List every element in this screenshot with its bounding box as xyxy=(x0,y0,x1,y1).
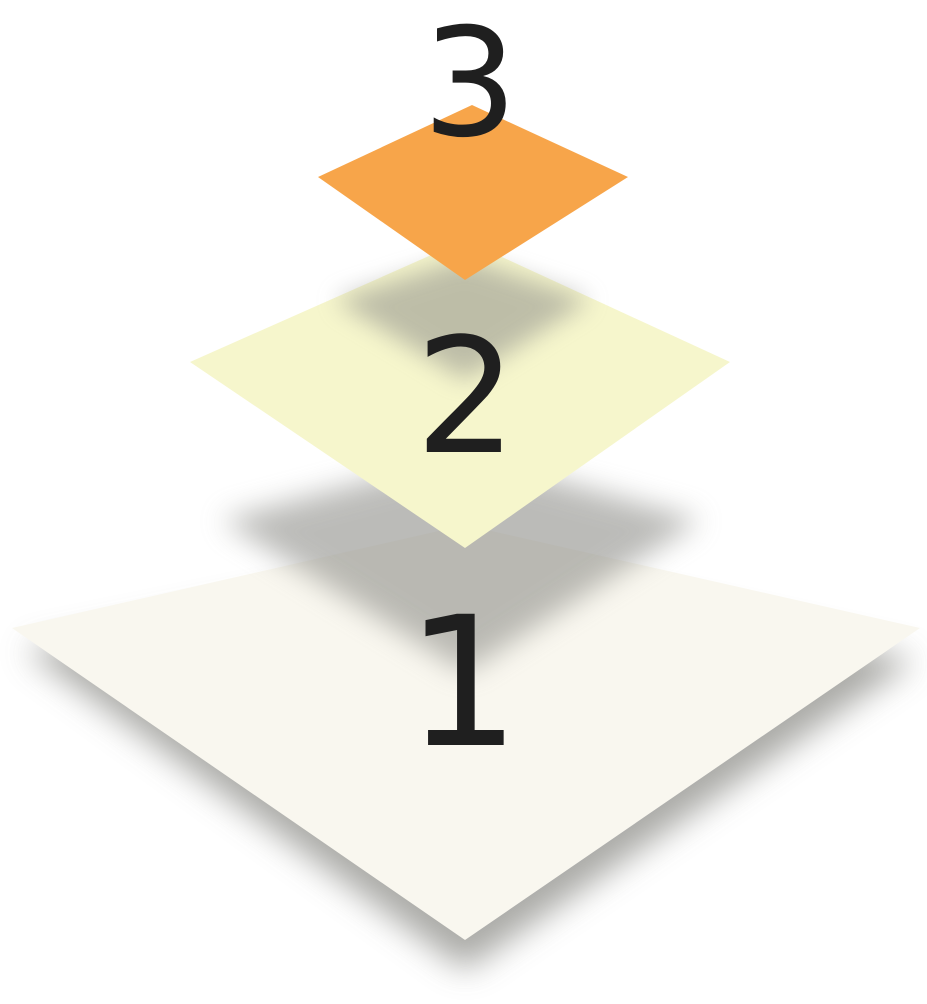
layer-3-number: 3 xyxy=(422,0,517,171)
layer-1-number: 1 xyxy=(406,579,521,788)
layer-2-number: 2 xyxy=(415,303,517,490)
